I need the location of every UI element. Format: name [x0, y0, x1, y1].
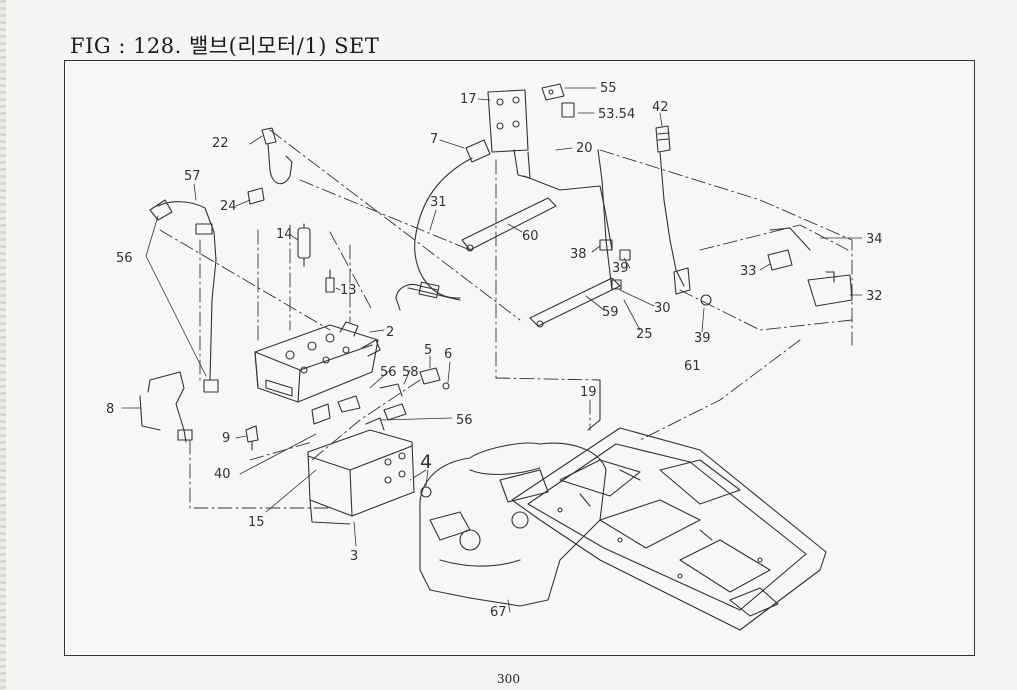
callout-42: 42 [652, 100, 669, 115]
washer-4 [420, 486, 432, 498]
callout-2: 2 [386, 325, 394, 340]
callout-57: 57 [184, 169, 201, 184]
callout-15: 15 [248, 515, 265, 530]
callout-19: 19 [580, 385, 597, 400]
callout-53-54: 53.54 [598, 107, 635, 122]
callout-30: 30 [654, 301, 671, 316]
engine-block-67 [419, 442, 607, 607]
callout-6: 6 [444, 347, 452, 362]
callout-7: 7 [430, 132, 438, 147]
bolt-9 [245, 425, 259, 451]
callout-56-top: 56 [116, 251, 133, 266]
callout-25: 25 [636, 327, 653, 342]
filter-14 [297, 223, 311, 267]
callout-56-mid: 56 [380, 365, 397, 380]
callout-5: 5 [424, 343, 432, 358]
scan-edge [0, 0, 6, 690]
callout-24: 24 [220, 199, 237, 214]
callout-61: 61 [684, 359, 701, 374]
callout-32: 32 [866, 289, 883, 304]
fitting-13 [325, 269, 335, 293]
callout-13: 13 [340, 283, 357, 298]
part-55 [541, 83, 565, 101]
part-42 [655, 125, 671, 153]
callout-14: 14 [276, 227, 293, 242]
hose-57 [149, 199, 217, 381]
callout-59: 59 [602, 305, 619, 320]
parts-38-39 [599, 239, 712, 306]
callout-4: 4 [420, 451, 432, 473]
callout-56-low: 56 [456, 413, 473, 428]
leader-lines [121, 87, 863, 613]
callout-60: 60 [522, 229, 539, 244]
callout-31: 31 [430, 195, 447, 210]
coupler-hose [395, 281, 440, 311]
callout-3: 3 [350, 549, 358, 564]
cable-routing [407, 149, 685, 431]
callout-22: 22 [212, 136, 229, 151]
bracket-plate [487, 89, 531, 179]
callout-20: 20 [576, 141, 593, 156]
reference-lines [159, 129, 853, 509]
chassis-frame [511, 427, 827, 631]
callout-34: 34 [866, 232, 883, 247]
bracket-32-33 [767, 227, 853, 307]
callout-9: 9 [222, 431, 230, 446]
figure-title: FIG : 128. 밸브(리모터/1) SET [70, 34, 380, 58]
part-7 [465, 139, 491, 163]
callout-55: 55 [600, 81, 617, 96]
cross-bar-60 [461, 197, 557, 252]
connector-22-24 [247, 127, 293, 205]
callout-39-lower: 39 [694, 331, 711, 346]
callout-39-upper: 39 [612, 261, 629, 276]
part-53-54 [561, 102, 575, 118]
callout-38: 38 [570, 247, 587, 262]
diagram-frame [64, 60, 975, 656]
page-number: 300 [497, 672, 520, 686]
fittings-5-6-58 [337, 367, 450, 431]
callout-40: 40 [214, 467, 231, 482]
callout-17: 17 [460, 92, 477, 107]
callout-8: 8 [106, 402, 114, 417]
bent-pipe-8 [139, 371, 219, 443]
callout-33: 33 [740, 264, 757, 279]
valve-block-3 [307, 403, 415, 525]
valve-block-2 [254, 321, 381, 403]
callout-67: 67 [490, 605, 507, 620]
callout-58: 58 [402, 365, 419, 380]
cross-bar-59 [529, 277, 621, 328]
